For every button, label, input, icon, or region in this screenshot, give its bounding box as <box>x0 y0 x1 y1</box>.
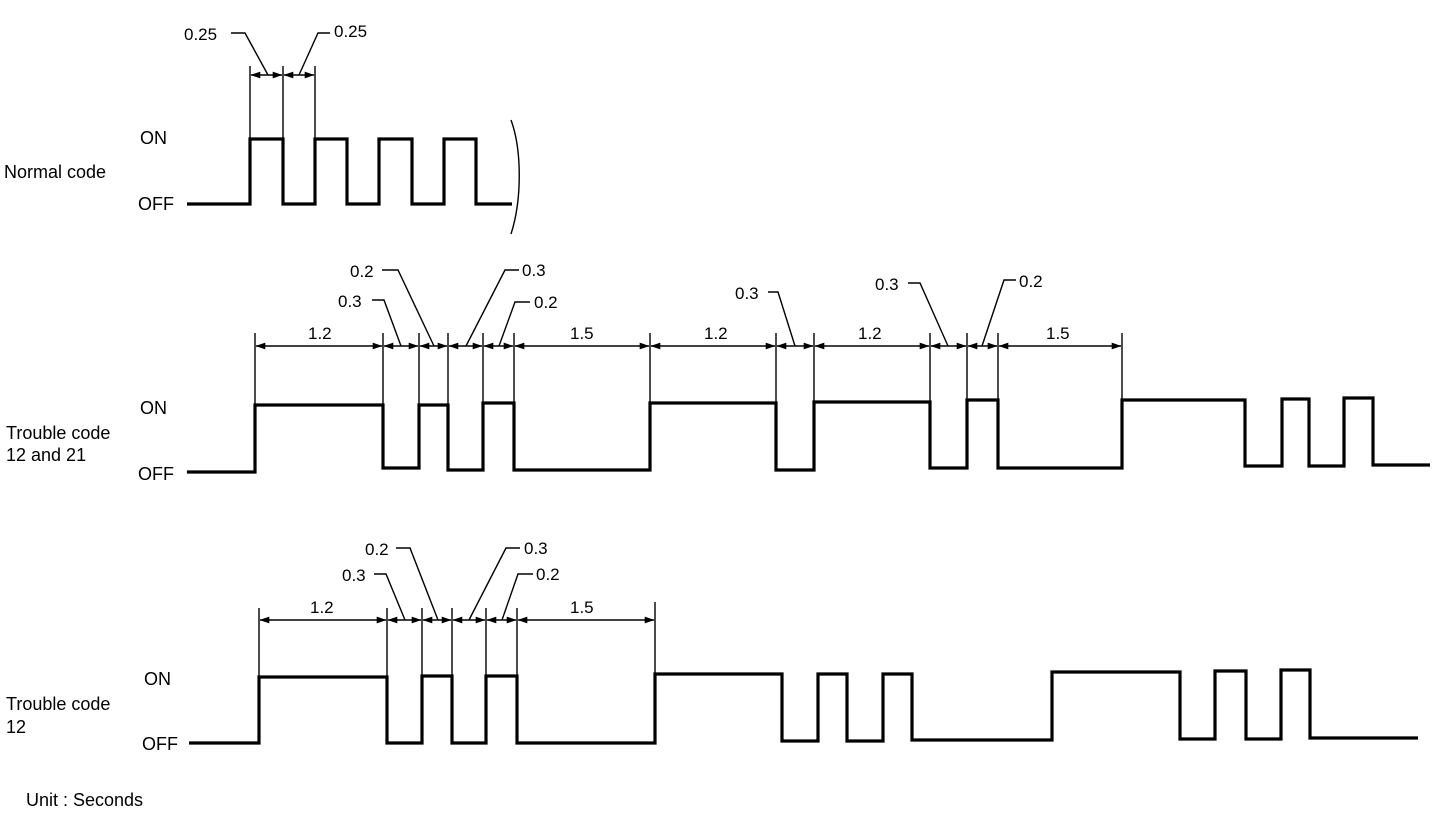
on-label-normal: ON <box>140 128 167 148</box>
dim-label: 1.5 <box>1046 324 1070 343</box>
dim-label: 1.2 <box>704 324 728 343</box>
off-label-12: OFF <box>142 734 178 754</box>
dim-label: 0.25 <box>334 22 367 41</box>
waveform-normal <box>187 137 512 206</box>
dim-label: 0.3 <box>522 261 546 280</box>
dim-leader <box>501 573 533 621</box>
off-label-normal: OFF <box>138 194 174 214</box>
dim-label: 0.2 <box>536 565 560 584</box>
dim-label: 0.3 <box>875 275 899 294</box>
dim-leader <box>465 269 519 347</box>
row-trouble-code-12: Trouble code 12 ON OFF 1.2 0.3 0.2 0.3 0… <box>6 539 1418 754</box>
row-title-normal: Normal code <box>4 162 106 182</box>
dim-leader <box>981 279 1016 347</box>
dim-leader <box>498 301 530 347</box>
dim-label: 1.2 <box>308 324 332 343</box>
on-label-12-21: ON <box>140 398 167 418</box>
dim-leader <box>374 573 406 621</box>
waveform-12-21 <box>187 396 1430 474</box>
row-title-12-21-line2: 12 and 21 <box>6 445 86 465</box>
dim-label: 0.2 <box>1019 272 1043 291</box>
row-title-12-21-line1: Trouble code <box>6 423 110 443</box>
dim-label: 0.3 <box>342 566 366 585</box>
dim-leader <box>396 547 439 621</box>
dim-label: 1.5 <box>570 598 594 617</box>
dim-label: 0.2 <box>350 262 374 281</box>
dim-label: 1.2 <box>858 324 882 343</box>
dim-leader <box>908 282 949 347</box>
continuation-mark <box>510 119 520 235</box>
on-label-12: ON <box>144 669 171 689</box>
dim-label: 0.2 <box>534 293 558 312</box>
dim-label: 1.5 <box>570 324 594 343</box>
row-title-12-line2: 12 <box>6 717 26 737</box>
row-trouble-code-12-21: Trouble code 12 and 21 ON OFF <box>6 261 1430 484</box>
dim-leader <box>231 32 269 76</box>
dim-leader <box>768 291 796 347</box>
dim-leader <box>372 299 402 347</box>
dim-leader <box>468 547 520 621</box>
dim-leader <box>298 32 330 76</box>
dim-label: 0.3 <box>735 284 759 303</box>
dim-label: 0.25 <box>184 25 217 44</box>
waveform-12 <box>189 668 1418 745</box>
off-label-12-21: OFF <box>138 464 174 484</box>
dim-label: 0.3 <box>338 292 362 311</box>
row-title-12-line1: Trouble code <box>6 694 110 714</box>
unit-note: Unit : Seconds <box>26 790 143 810</box>
dim-label: 0.3 <box>524 539 548 558</box>
dim-leader <box>382 269 435 347</box>
dim-label: 0.2 <box>365 540 389 559</box>
row-normal-code: Normal code ON OFF 0.25 0.25 <box>4 22 520 235</box>
dim-label: 1.2 <box>310 598 334 617</box>
